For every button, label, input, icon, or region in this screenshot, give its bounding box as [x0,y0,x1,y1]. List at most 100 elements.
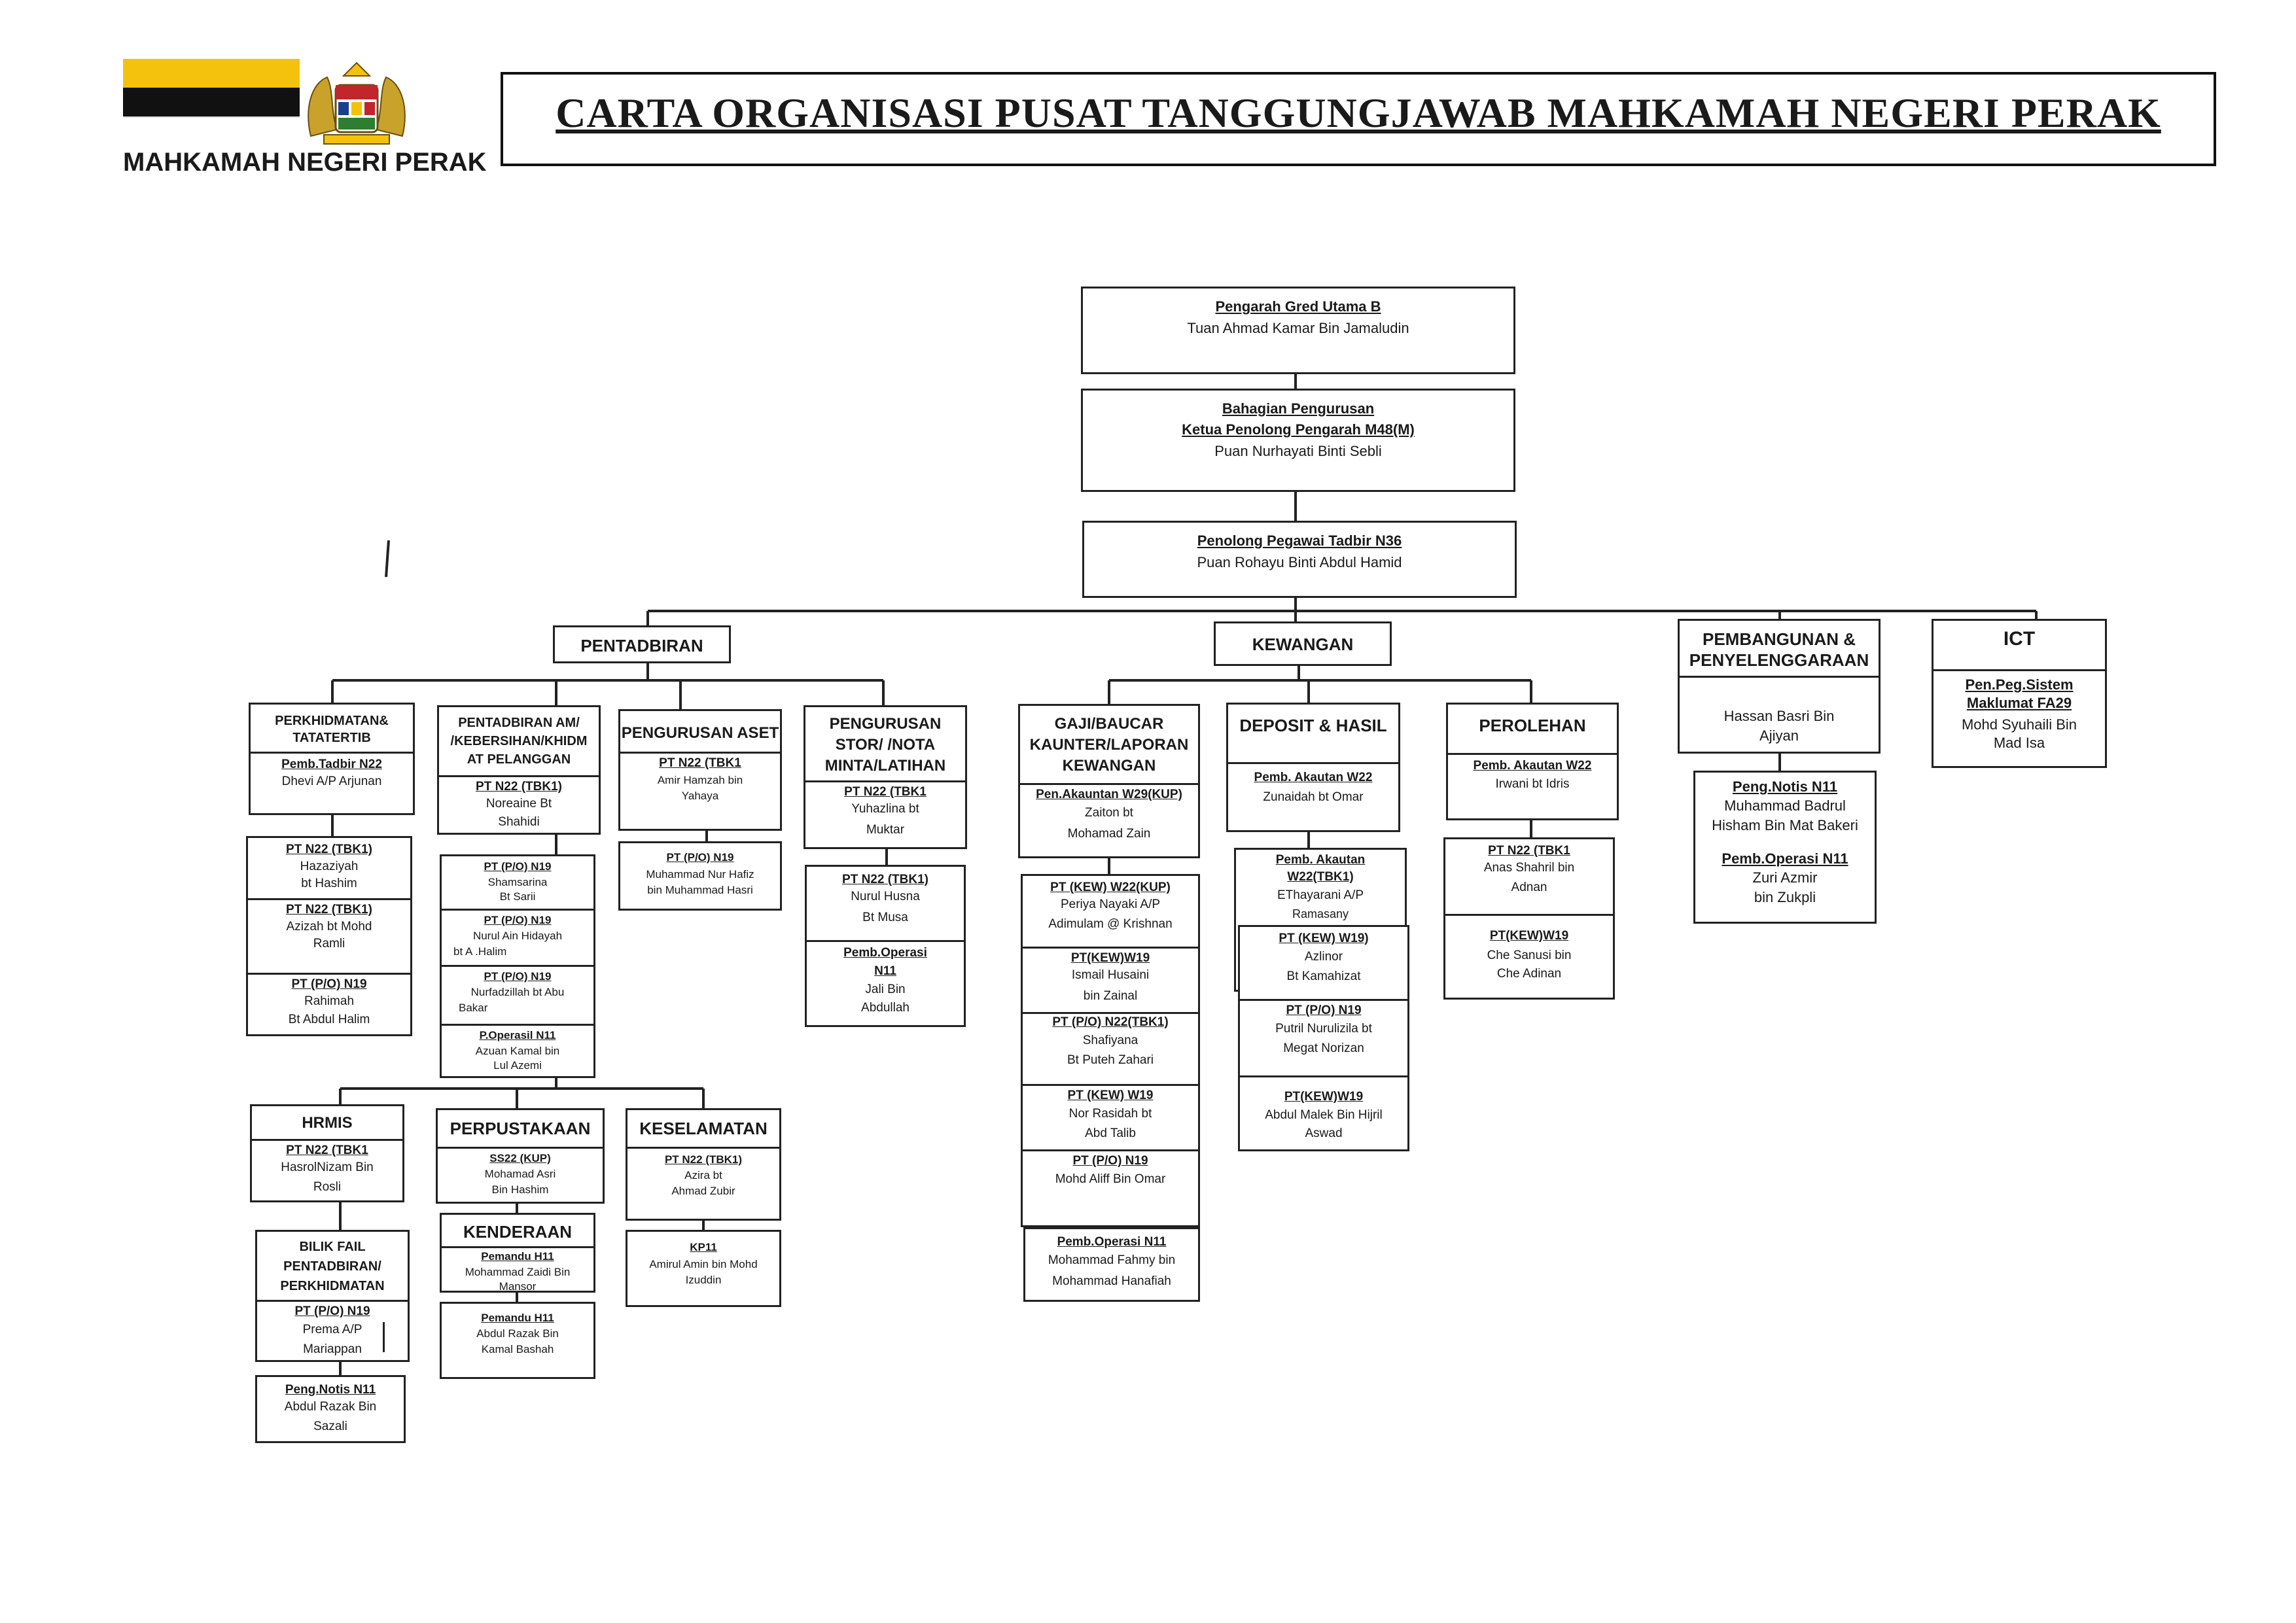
perkhidmatan-s3-role: PT (P/O) N19 [291,977,367,991]
management-division: Bahagian Pengurusan [1222,400,1375,417]
gaji-s4-name-1: Nor Rasidah bt [1069,1107,1152,1121]
division-kewangan: KEWANGAN [1214,621,1392,666]
pentadbiran-am-s2-name-1: Nurul Ain Hidayah [472,930,563,942]
director-box: Pengarah Gred Utama B Tuan Ahmad Kamar B… [1081,287,1515,374]
deposit-s4-name-1: Abdul Malek Bin Hijril [1265,1108,1383,1122]
deposit-s4-role: PT(KEW)W19 [1284,1090,1364,1104]
notis-name-2: Sazali [313,1420,347,1433]
division-kewangan-label: KEWANGAN [1252,635,1354,654]
ict-role-1: Pen.Peg.Sistem [1965,676,2074,693]
state-flag [123,59,300,147]
gaji-header: GAJI/BAUCAR KAUNTER/LAPORAN KEWANGAN [1029,715,1189,775]
bilik-fail-name-1: Prema A/P [302,1323,362,1336]
perkhidmatan-s1-role: PT N22 (TBK1) [286,843,372,856]
unit-keselamatan: KESELAMATAN PT N22 (TBK1) Azira bt Ahmad… [626,1108,781,1221]
ict-name-1: Mohd Syuhaili Bin [1961,716,2077,733]
unit-kenderaan: KENDERAAN Pemandu H11 Mohammad Zaidi Bin… [440,1213,595,1293]
stor-role: PT N22 (TBK1 [844,785,927,799]
gaji-s5-role: PT (P/O) N19 [1072,1154,1148,1168]
keselamatan-role: PT N22 (TBK1) [664,1153,743,1166]
title-box: CARTA ORGANISASI PUSAT TANGGUNGJAWAB MAH… [501,72,2216,166]
kenderaan-k1-name-1: Mohammad Zaidi Bin [465,1266,571,1278]
kenderaan-staff-box: Pemandu H11 Abdul Razak Bin Kamal Bashah [440,1302,595,1379]
pentadbiran-am-staff-box: PT (P/O) N19 Shamsarina Bt Sarii PT (P/O… [440,854,595,1078]
aset-name-2: Yahaya [681,790,719,802]
perolehan-s2-name-2: Che Adinan [1496,967,1562,981]
gaji-name-2: Mohamad Zain [1067,827,1151,841]
stor-s2-role: Pemb.Operasi N11 [843,946,927,978]
keselamatan-name-2: Ahmad Zubir [671,1185,735,1197]
stor-name-2: Muktar [866,823,905,837]
court-name: MAHKAMAH NEGERI PERAK [123,148,487,177]
gaji-s4-role: PT (KEW) W19 [1067,1089,1154,1102]
stor-name-1: Yuhazlina bt [851,802,919,816]
deposit-s1-role-2: W22(TBK1) [1287,870,1354,884]
unit-deposit: DEPOSIT & HASIL Pemb. Akautan W22 Zunaid… [1226,703,1400,832]
stor-s2-name-1: Jali Bin [865,983,906,996]
pentadbiran-am-s1-name-1: Shamsarina [487,876,548,888]
deposit-s2-name-1: Azlinor [1304,950,1343,964]
kenderaan-k1-name-2: Mansor [499,1280,537,1293]
perkhidmatan-s1-name-2: bt Hashim [301,877,357,890]
keselamatan-name-1: Azira bt [684,1169,722,1181]
pembangunan-s2-name-1: Zuri Azmir [1752,869,1818,886]
pentadbiran-am-name-1: Noreaine Bt [486,797,552,811]
deposit-s1-name-2: Ramasany [1292,907,1349,920]
unit-aset: PENGURUSAN ASET PT N22 (TBK1 Amir Hamzah… [618,709,782,831]
perolehan-s1-role: PT N22 (TBK1 [1488,844,1570,858]
gaji-s5-name-1: Mohd Aliff Bin Omar [1055,1172,1166,1186]
aset-s1-name-2: bin Muhammad Hasri [647,884,753,896]
deposit-s4-name-2: Aswad [1305,1126,1343,1140]
gaji-s6-name-1: Mohammad Fahmy bin [1048,1253,1176,1267]
gaji-s3-name-1: Shafiyana [1082,1034,1139,1047]
division-ict-label: ICT [2003,628,2036,650]
notis-role: Peng.Notis N11 [285,1383,376,1397]
perolehan-s2-role: PT(KEW)W19 [1489,929,1569,943]
gaji-name-1: Zaiton bt [1085,806,1133,820]
perolehan-name-1: Irwani bt Idris [1495,777,1570,791]
notis-name-1: Abdul Razak Bin [284,1400,377,1414]
gaji-s2-role: PT(KEW)W19 [1070,951,1150,965]
hrmis-role: PT N22 (TBK1 [286,1143,368,1157]
perkhidmatan-s3-name-2: Bt Abdul Halim [288,1013,370,1026]
gaji-s6-name-2: Mohammad Hanafiah [1052,1274,1171,1288]
stor-s2-name-2: Abdullah [861,1001,910,1015]
aset-name-1: Amir Hamzah bin [657,774,743,786]
pembangunan-head-box: Hassan Basri Bin Ajiyan [1678,680,1881,754]
management-role: Ketua Penolong Pengarah M48(M) [1182,421,1415,438]
unit-hrmis: HRMIS PT N22 (TBK1 HasrolNizam Bin Rosli [250,1104,404,1202]
deposit-name-1: Zunaidah bt Omar [1263,790,1364,804]
perolehan-s2-name-1: Che Sanusi bin [1487,949,1572,962]
pentadbiran-am-role: PT N22 (TBK1) [476,780,562,794]
admin-officer-name: Puan Rohayu Binti Abdul Hamid [1197,554,1402,570]
hrmis-header: HRMIS [302,1114,353,1132]
deposit-staff-box-3: PT(KEW)W19 Abdul Malek Bin Hijril Aswad [1238,1075,1409,1151]
deposit-s1-name-1: EThayarani A/P [1277,888,1364,902]
stor-s1-name-1: Nurul Husna [851,890,920,903]
keselamatan-s1-role: KP11 [690,1241,717,1253]
gaji-role: Pen.Akauntan W29(KUP) [1036,788,1182,801]
aset-s1-role: PT (P/O) N19 [666,851,734,864]
page-title: CARTA ORGANISASI PUSAT TANGGUNGJAWAB MAH… [556,90,2161,136]
stray-mark [383,1322,385,1352]
division-pembangunan-label: PEMBANGUNAN & PENYELENGGARAAN [1689,629,1869,670]
pembangunan-s1-name-2: Hisham Bin Mat Bakeri [1712,817,1858,833]
perolehan-staff-box: PT N22 (TBK1 Anas Shahril bin Adnan PT(K… [1443,837,1615,1000]
kenderaan-header: KENDERAAN [463,1222,573,1242]
perolehan-header: PEROLEHAN [1479,716,1586,735]
hrmis-name-2: Rosli [313,1180,342,1194]
pentadbiran-am-header: PENTADBIRAN AM/ /KEBERSIHAN/KHIDM AT PEL… [450,716,588,767]
perkhidmatan-s3-name-1: Rahimah [304,994,355,1008]
hrmis-name-1: HasrolNizam Bin [281,1161,374,1174]
perpustakaan-header: PERPUSTAKAAN [450,1119,591,1138]
deposit-s3-name-1: Putril Nurulizila bt [1275,1022,1372,1036]
unit-pentadbiran-am: PENTADBIRAN AM/ /KEBERSIHAN/KHIDM AT PEL… [437,705,601,835]
division-pentadbiran-label: PENTADBIRAN [580,636,703,655]
deposit-s2-name-2: Bt Kamahizat [1286,969,1361,983]
gaji-s1-name-1: Periya Nayaki A/P [1060,898,1161,911]
perpustakaan-name-1: Mohamad Asri [484,1168,556,1180]
perkhidmatan-header: PERKHIDMATAN& TATATERTIB [275,714,389,745]
kenderaan-k2-name-2: Kamal Bashah [481,1343,554,1355]
stor-staff-box: PT N22 (TBK1) Nurul Husna Bt Musa Pemb.O… [805,865,966,1027]
keselamatan-staff-box: KP11 Amirul Amin bin Mohd Izuddin [626,1230,781,1307]
